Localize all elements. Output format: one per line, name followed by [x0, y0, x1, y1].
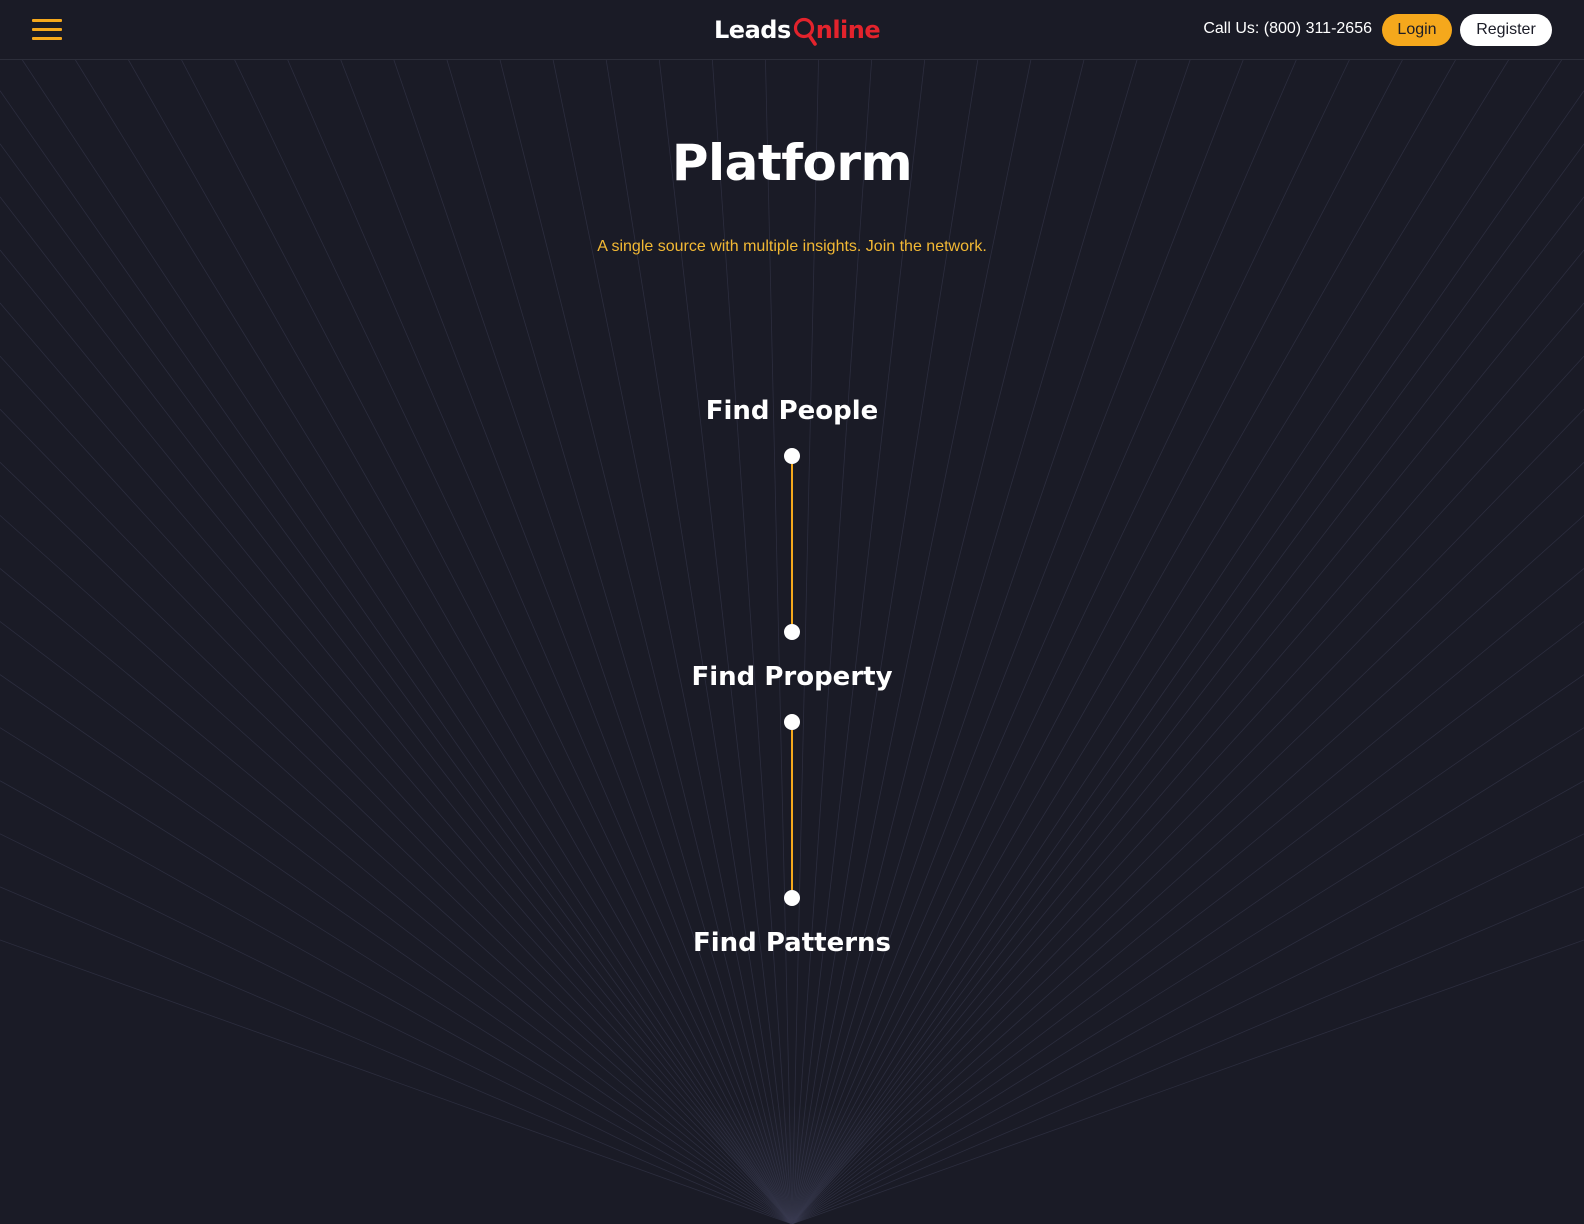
background-ray: [791, 196, 1584, 1224]
background-ray: [791, 60, 1138, 1224]
background-ray: [0, 939, 793, 1224]
logo-text-leads: Leads: [714, 16, 791, 44]
background-ray: [0, 90, 793, 1224]
background-ray: [0, 249, 793, 1224]
background-ray: [791, 143, 1584, 1224]
background-ray: [711, 60, 793, 1224]
hamburger-menu-icon[interactable]: [32, 19, 62, 43]
page-title: Platform: [671, 134, 913, 192]
background-ray: [0, 727, 793, 1224]
call-us-phone[interactable]: Call Us: (800) 311-2656: [1203, 20, 1372, 37]
background-ray: [0, 143, 793, 1224]
background-ray: [791, 60, 1032, 1224]
background-ray: [0, 674, 793, 1224]
background-ray: [791, 90, 1584, 1224]
background-ray: [0, 196, 793, 1224]
background-ray: [393, 60, 793, 1224]
background-ray: [791, 621, 1584, 1224]
background-ray: [791, 60, 1191, 1224]
background-ray: [75, 60, 793, 1224]
background-ray: [791, 60, 1403, 1224]
background-ray: [791, 302, 1584, 1224]
background-ray: [791, 780, 1584, 1224]
background-ray: [605, 60, 793, 1224]
background-ray: [0, 886, 793, 1224]
background-ray: [0, 461, 793, 1224]
background-ray: [499, 60, 793, 1224]
background-ray: [791, 833, 1584, 1224]
timeline-connector: [791, 730, 793, 890]
background-ray: [340, 60, 793, 1224]
page-subtitle: A single source with multiple insights. …: [597, 238, 987, 255]
background-ray: [791, 886, 1584, 1224]
background-ray: [791, 60, 926, 1224]
timeline-dot: [784, 448, 800, 464]
background-ray: [791, 60, 819, 1224]
timeline-connector: [791, 464, 793, 624]
background-ray: [791, 60, 1297, 1224]
background-ray: [791, 568, 1584, 1224]
leadsonline-logo[interactable]: Leads nline: [714, 12, 881, 48]
background-ray: [791, 939, 1584, 1224]
background-ray: [791, 249, 1584, 1224]
background-ray: [552, 60, 793, 1224]
background-ray: [791, 674, 1584, 1224]
background-ray: [791, 515, 1584, 1224]
site-header: Leads nline Call Us: (800) 311-2656 Logi…: [0, 0, 1584, 60]
background-ray: [22, 60, 793, 1224]
background-ray: [791, 60, 1456, 1224]
background-ray: [0, 621, 793, 1224]
magnifying-glass-icon: [793, 17, 817, 46]
background-ray: [128, 60, 793, 1224]
background-ray: [0, 568, 793, 1224]
timeline-dot: [784, 714, 800, 730]
background-ray: [791, 60, 979, 1224]
background-ray: [791, 408, 1584, 1224]
step-find-patterns[interactable]: Find Patterns: [692, 928, 892, 958]
background-ray: [658, 60, 793, 1224]
background-ray: [0, 408, 793, 1224]
background-ray: [0, 355, 793, 1224]
background-ray: [791, 461, 1584, 1224]
background-ray: [234, 60, 793, 1224]
timeline-dot: [784, 890, 800, 906]
background-ray: [0, 833, 793, 1224]
login-button[interactable]: Login: [1382, 14, 1452, 46]
background-ray: [0, 515, 793, 1224]
background-ray: [287, 60, 793, 1224]
background-ray: [765, 60, 793, 1224]
background-ray: [446, 60, 793, 1224]
background-ray: [791, 60, 1350, 1224]
background-ray: [791, 60, 873, 1224]
background-ray: [791, 60, 1562, 1224]
background-ray: [791, 355, 1584, 1224]
background-ray: [0, 780, 793, 1224]
background-ray: [181, 60, 793, 1224]
step-find-property[interactable]: Find Property: [691, 662, 893, 692]
background-ray: [0, 302, 793, 1224]
background-rays: [0, 60, 1584, 1224]
background-ray: [791, 727, 1584, 1224]
timeline-dot: [784, 624, 800, 640]
background-ray: [791, 60, 1085, 1224]
step-find-people[interactable]: Find People: [705, 396, 879, 426]
background-ray: [791, 60, 1244, 1224]
logo-text-nline: nline: [815, 16, 881, 44]
register-button[interactable]: Register: [1460, 14, 1552, 46]
background-ray: [791, 60, 1509, 1224]
